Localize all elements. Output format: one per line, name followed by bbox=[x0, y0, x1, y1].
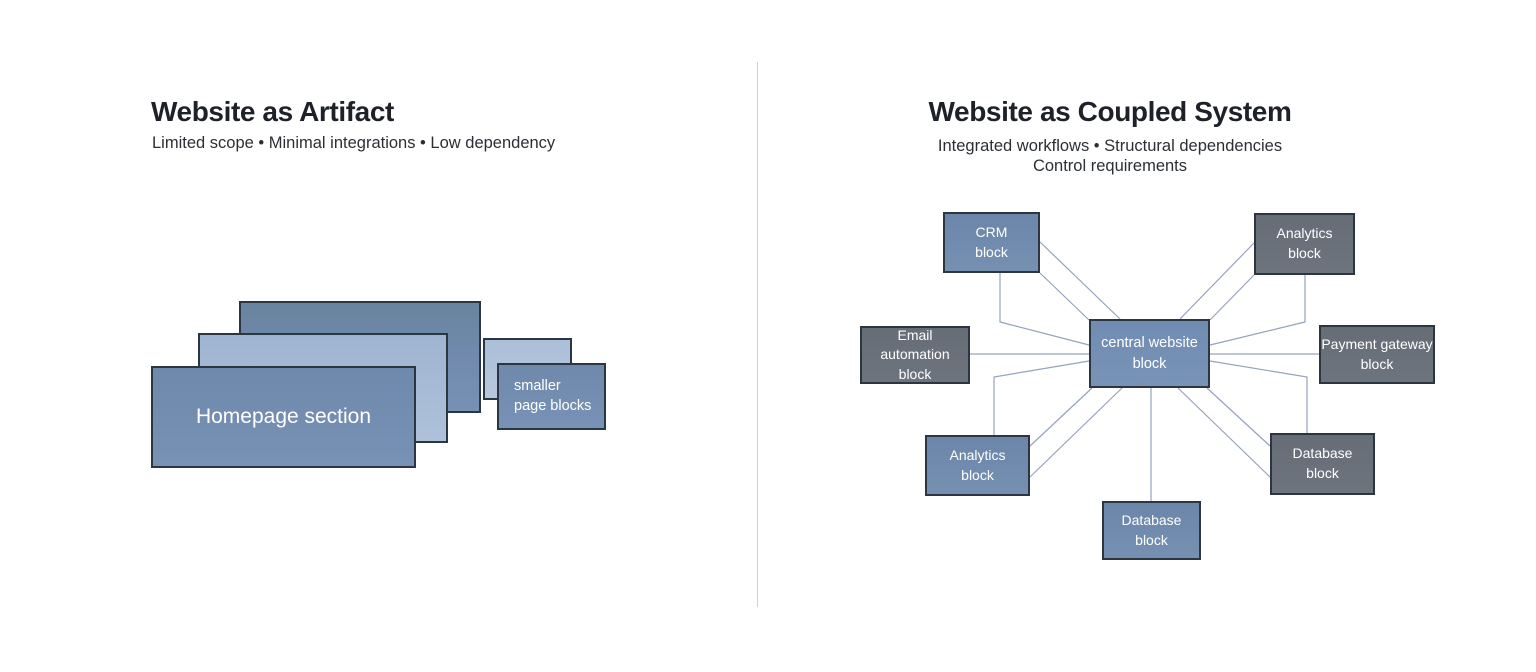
right-panel-header: Website as Coupled System Integrated wor… bbox=[860, 96, 1360, 176]
homepage-section-block: Homepage section bbox=[151, 366, 416, 468]
node-central-website-block: central website block bbox=[1089, 319, 1210, 388]
smaller-page-blocks-block: smaller page blocks bbox=[497, 363, 606, 430]
edge-analytics-top-diagonal2 bbox=[1179, 242, 1255, 320]
node-analytics-block-top: Analytics block bbox=[1254, 213, 1355, 275]
node-analytics-block-bottom: Analytics block bbox=[925, 435, 1030, 496]
homepage-section-label: Homepage section bbox=[195, 405, 372, 428]
edge-crm-elbow bbox=[999, 273, 1090, 346]
edge-crm-diagonal2 bbox=[1039, 241, 1121, 320]
node-database-block-right: Database block bbox=[1270, 433, 1375, 495]
panel-divider bbox=[757, 62, 758, 607]
edge-analytics-bottom-diagonal2 bbox=[1029, 387, 1123, 478]
node-payment-gateway-block: Payment gateway block bbox=[1319, 325, 1435, 384]
left-panel-title: Website as Artifact bbox=[151, 96, 394, 127]
node-email-automation-block: Email automation block bbox=[860, 326, 970, 384]
edge-analytics-bottom-elbow bbox=[993, 360, 1090, 435]
edge-database-right-diagonal1 bbox=[1206, 387, 1271, 447]
edge-database-right-diagonal2 bbox=[1177, 387, 1271, 478]
right-panel-title: Website as Coupled System bbox=[928, 96, 1292, 127]
node-crm-block: CRM block bbox=[943, 212, 1040, 273]
right-panel-subtitle-line2: Control requirements bbox=[1032, 157, 1188, 175]
smaller-page-blocks-label: smaller page blocks bbox=[514, 377, 592, 414]
left-panel-subtitle: Limited scope • Minimal integrations • L… bbox=[152, 134, 556, 152]
edge-analytics-bottom-diagonal1 bbox=[1029, 387, 1093, 447]
edge-analytics-top-diagonal1 bbox=[1209, 274, 1255, 321]
edge-database-right-elbow bbox=[1209, 360, 1308, 433]
node-database-block-bottom: Database block bbox=[1102, 501, 1201, 560]
edge-analytics-top-elbow bbox=[1209, 275, 1306, 346]
edge-crm-diagonal1 bbox=[1039, 272, 1090, 321]
right-panel-subtitle-line1: Integrated workflows • Structural depend… bbox=[937, 137, 1283, 155]
